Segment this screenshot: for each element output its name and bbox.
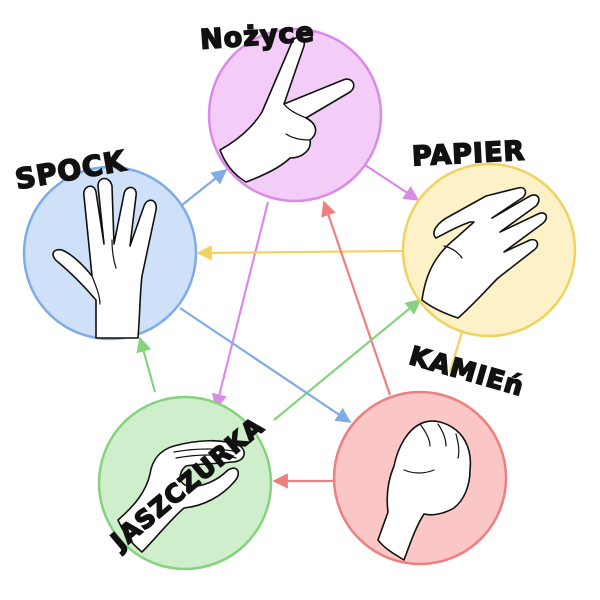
arrow-lizard-to-spock xyxy=(136,336,157,393)
arrow-paper-to-spock xyxy=(196,245,403,261)
arrow-paper-to-rock xyxy=(448,331,464,373)
arrow-lizard-to-paper xyxy=(273,299,422,421)
rock-fist-icon xyxy=(377,420,472,561)
node-lizard xyxy=(97,395,273,571)
scissors-hand-icon xyxy=(219,36,355,183)
label-paper: PAPIER xyxy=(411,136,526,173)
arrow-rock-to-scissors xyxy=(321,200,392,396)
node-paper xyxy=(401,162,577,338)
node-scissors xyxy=(207,27,383,203)
arrow-scissors-to-paper xyxy=(364,164,420,201)
arrow-spock-to-scissors xyxy=(181,169,228,206)
lizard-hand-icon xyxy=(117,439,245,553)
node-spock xyxy=(22,165,198,341)
spock-hand-icon xyxy=(52,177,158,339)
arrows xyxy=(136,164,464,489)
arrow-spock-to-rock xyxy=(179,307,352,423)
node-rock xyxy=(332,390,508,566)
paper-hand-icon xyxy=(421,186,548,319)
arrow-scissors-to-lizard xyxy=(211,201,270,410)
